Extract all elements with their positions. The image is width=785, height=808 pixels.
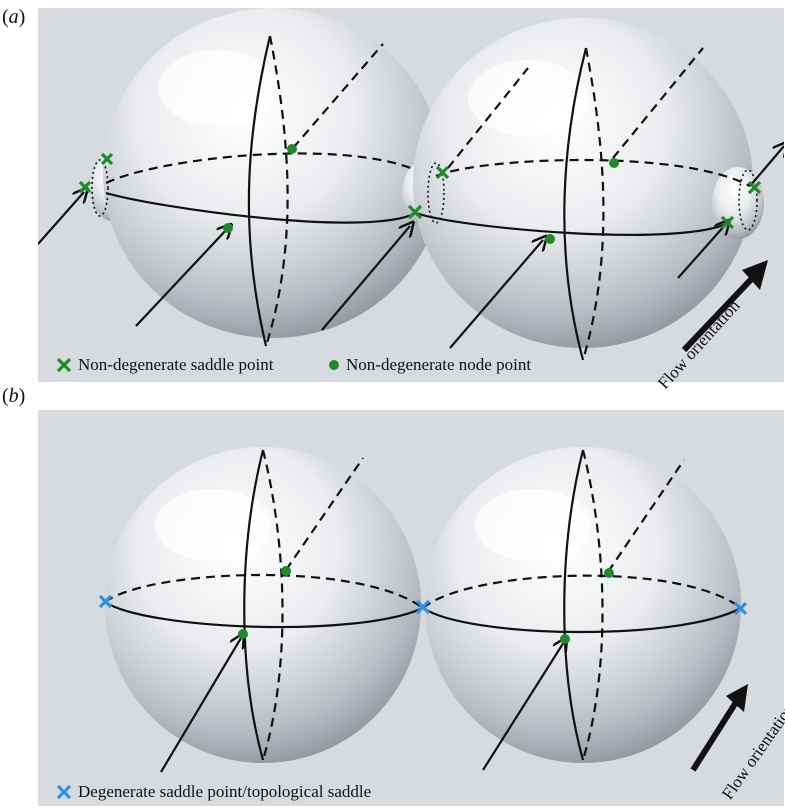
node-dot-icon: [238, 629, 248, 639]
saddle-x-icon: [720, 215, 735, 230]
node-dot-icon: [545, 234, 555, 244]
panel-a: Non-degenerate saddle point Non-degenera…: [38, 8, 784, 393]
saddle-x-icon: [56, 357, 72, 373]
panel-b-illustration: [98, 447, 748, 773]
degenerate-saddle-x-icon: [56, 784, 72, 800]
node-dot-icon: [287, 144, 297, 154]
saddle-x-icon: [407, 204, 423, 220]
degenerate-saddle-points: [98, 594, 748, 616]
legend-saddle: Non-degenerate saddle point: [56, 355, 273, 375]
saddle-x-icon: [435, 165, 450, 180]
node-points: [223, 144, 619, 244]
right-bubble: [402, 18, 764, 348]
left-sphere: [105, 447, 421, 763]
degenerate-saddle-x-icon: [415, 599, 431, 615]
flow-arrow-icon: [681, 260, 768, 353]
panel-b-label: (b): [2, 385, 26, 407]
degenerate-saddle-x-icon: [98, 594, 113, 609]
legend-node-text: Non-degenerate node point: [346, 355, 532, 374]
saddle-x-icon: [100, 152, 114, 166]
right-sphere: [425, 447, 741, 763]
legend-node: Non-degenerate node point: [328, 355, 531, 375]
legend-saddle-text: Non-degenerate saddle point: [78, 355, 274, 374]
node-dot-icon: [223, 223, 233, 233]
node-points: [238, 566, 614, 644]
node-dot-icon: [604, 568, 614, 578]
left-bubble: [90, 8, 443, 338]
degenerate-saddle-x-icon: [733, 601, 748, 616]
panel-a-illustration: [38, 8, 784, 361]
node-dot-icon: [281, 566, 291, 576]
node-dot-icon: [560, 634, 570, 644]
node-dot-icon: [329, 360, 339, 370]
saddle-points: [78, 152, 762, 230]
right-flow-lines: [415, 47, 784, 361]
panel-a-label: (a): [2, 6, 26, 28]
left-flow-lines: [104, 449, 424, 773]
panel-b: Degenerate saddle point/topological sadd…: [38, 410, 785, 806]
right-flow-lines: [422, 449, 742, 771]
left-flow-lines: [38, 35, 445, 347]
saddle-x-icon: [747, 180, 762, 195]
flow-arrow-icon: [690, 684, 748, 772]
node-dot-icon: [609, 158, 619, 168]
legend-degenerate: Degenerate saddle point/topological sadd…: [56, 782, 371, 802]
legend-degenerate-text: Degenerate saddle point/topological sadd…: [78, 782, 372, 801]
saddle-x-icon: [78, 180, 92, 194]
